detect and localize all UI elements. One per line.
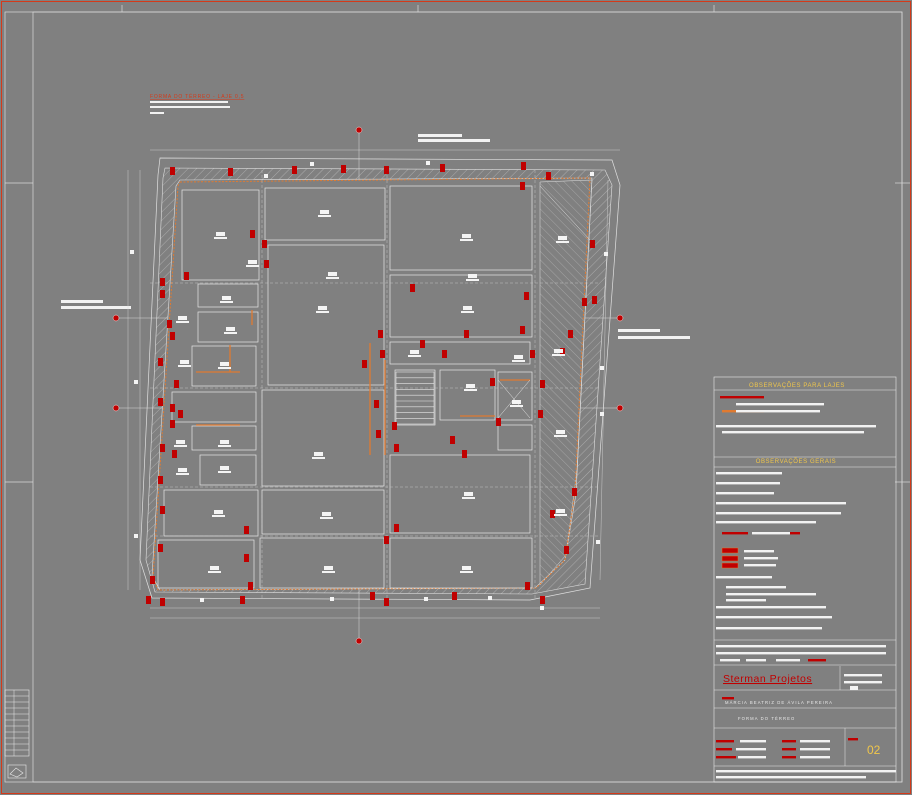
sheet-number: 02 bbox=[867, 743, 881, 757]
company-name: Sterman Projetos bbox=[723, 673, 812, 685]
client-name: MÁRCIA BEATRIZ DE ÁVILA PEREIRA bbox=[725, 700, 833, 705]
notes-slabs-title: OBSERVAÇÕES PARA LAJES bbox=[749, 382, 845, 389]
sheet-subject: FORMA DO TÉRREO bbox=[738, 716, 795, 721]
logo-stamp bbox=[7, 764, 27, 779]
plan-title-notes bbox=[150, 101, 230, 114]
drawing-frame bbox=[32, 11, 903, 783]
floor-plan bbox=[127, 149, 621, 619]
frame-ticks bbox=[5, 5, 910, 483]
notes-panel: OBSERVAÇÕES PARA LAJES OBSERVAÇÕES GERAI… bbox=[713, 376, 897, 783]
dimension-labels bbox=[61, 134, 690, 339]
notes-general-title: OBSERVAÇÕES GERAIS bbox=[756, 458, 837, 465]
revision-table bbox=[4, 689, 30, 779]
plan-title: FORMA DO TÉRREO - LAJE 0,5 bbox=[150, 93, 244, 100]
stair bbox=[395, 371, 435, 425]
axis-markers bbox=[112, 126, 624, 645]
